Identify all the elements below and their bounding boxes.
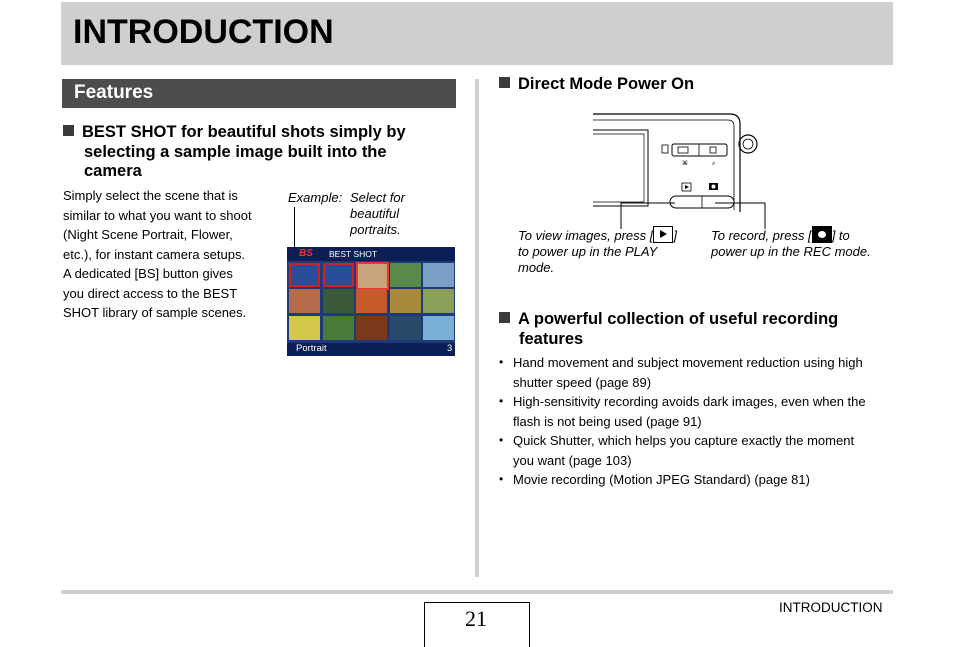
- footer-section-label: INTRODUCTION: [779, 600, 883, 615]
- column-divider: [475, 79, 479, 577]
- camera-back-illustration: ⌘ ⌕: [593, 113, 758, 218]
- portrait-label: Portrait: [296, 343, 327, 354]
- square-bullet-icon: [63, 125, 74, 136]
- bs-label: BS: [299, 248, 313, 259]
- page-title: INTRODUCTION: [73, 13, 334, 51]
- features-bar: [62, 79, 456, 108]
- camera-callout-lines: [620, 202, 766, 229]
- list-item: Hand movement and subject movement reduc…: [498, 353, 890, 392]
- list-item: Quick Shutter, which helps you capture e…: [498, 431, 890, 470]
- recording-feature-list: Hand movement and subject movement reduc…: [498, 353, 890, 490]
- svg-text:⌘: ⌘: [682, 160, 688, 167]
- page-number-box: [424, 602, 530, 647]
- example-caption: Select for beautiful portraits.: [350, 190, 405, 237]
- page-number: 21: [465, 606, 487, 631]
- square-bullet-icon: [499, 77, 510, 88]
- best-shot-body: Simply select the scene that is similar …: [63, 188, 252, 320]
- square-bullet-icon: [499, 312, 510, 323]
- screen-number: 3: [447, 343, 453, 354]
- rec-caption: To record, press [] to power up in the R…: [711, 226, 871, 259]
- play-caption: To view images, press [] to power up in …: [518, 226, 677, 275]
- best-shot-screen-label: BEST SHOT: [329, 249, 378, 259]
- svg-text:⌕: ⌕: [712, 160, 715, 167]
- features-title: Features: [74, 82, 154, 103]
- recording-heading: A powerful collection of useful recordin…: [499, 310, 894, 349]
- list-item: Movie recording (Motion JPEG Standard) (…: [498, 470, 890, 490]
- best-shot-heading: BEST SHOT for beautiful shots simply by …: [63, 123, 453, 182]
- example-label: Example:: [288, 190, 343, 205]
- camera-icon: [811, 226, 832, 243]
- header-bar: [61, 2, 893, 65]
- callout-line: [294, 207, 295, 273]
- play-icon: [653, 226, 674, 243]
- footer-divider: [61, 590, 893, 594]
- best-shot-screen-image: BS BEST SHOT Portrait 3: [287, 247, 455, 356]
- list-item: High-sensitivity recording avoids dark i…: [498, 392, 890, 431]
- direct-mode-heading: Direct Mode Power On: [499, 75, 694, 95]
